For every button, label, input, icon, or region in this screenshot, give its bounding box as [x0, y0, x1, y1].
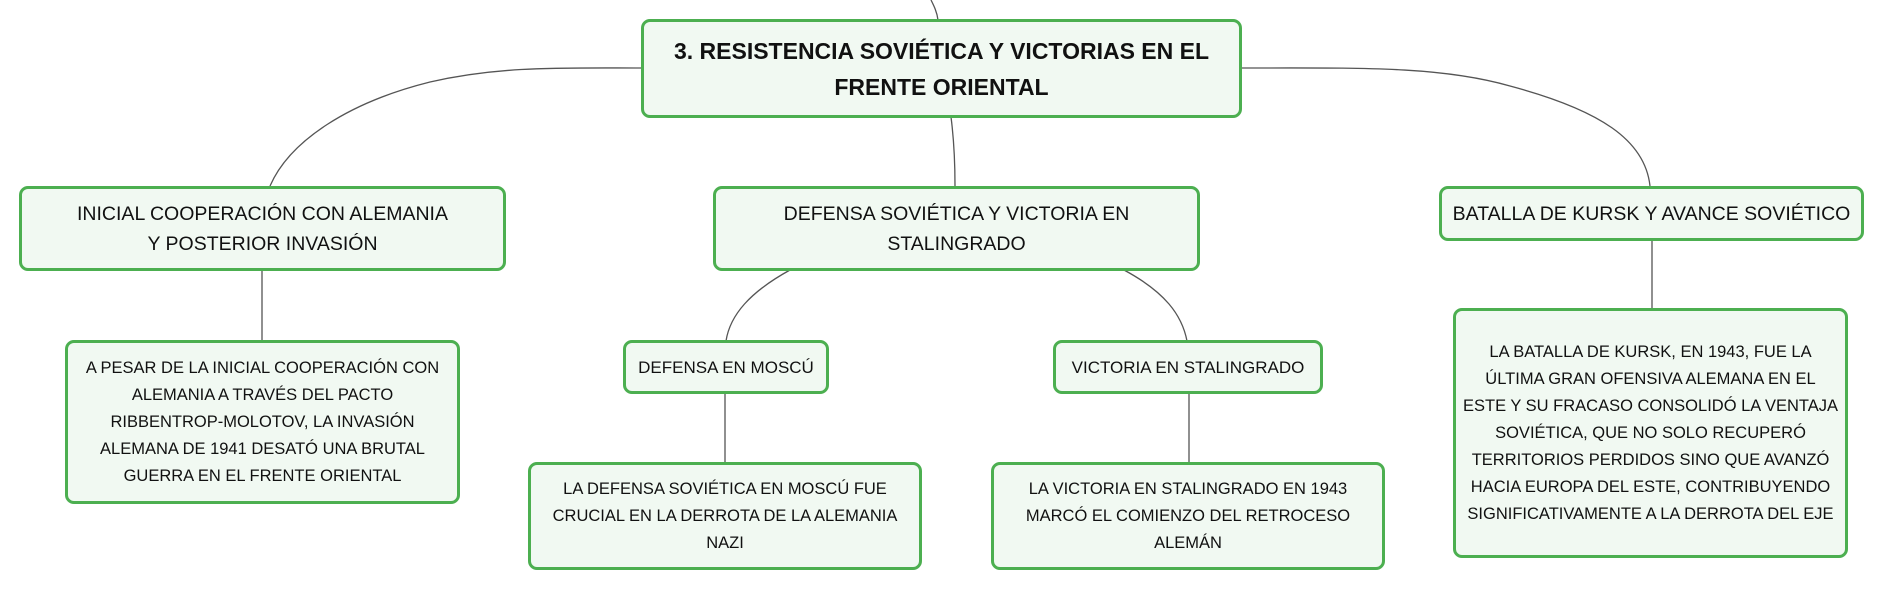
- connector-branch-2-to-moscu: [725, 269, 791, 342]
- root-node[interactable]: 3. RESISTENCIA SOVIÉTICA Y VICTORIAS EN …: [641, 19, 1242, 118]
- subtopic-label-victoria-stalingrado: VICTORIA EN STALINGRADO: [1071, 357, 1305, 377]
- detail-text-cooperacion: A PESAR DE LA INICIAL COOPERACIÓN CON AL…: [85, 358, 440, 485]
- branch-node-cooperacion[interactable]: INICIAL COOPERACIÓN CON ALEMANIA Y POSTE…: [19, 186, 506, 271]
- detail-node-victoria-stalingrado[interactable]: LA VICTORIA EN STALINGRADO EN 1943 MARCÓ…: [991, 462, 1385, 570]
- subtopic-node-victoria-stalingrado[interactable]: VICTORIA EN STALINGRADO: [1053, 340, 1323, 394]
- connector-root-to-branch-1: [269, 67, 643, 187]
- detail-node-moscu[interactable]: LA DEFENSA SOVIÉTICA EN MOSCÚ FUE CRUCIA…: [528, 462, 922, 570]
- detail-text-kursk: LA BATALLA DE KURSK, EN 1943, FUE LA ÚLT…: [1462, 342, 1839, 523]
- connector-root-to-branch-2: [950, 116, 956, 187]
- detail-text-moscu: LA DEFENSA SOVIÉTICA EN MOSCÚ FUE CRUCIA…: [552, 479, 898, 552]
- detail-node-cooperacion[interactable]: A PESAR DE LA INICIAL COOPERACIÓN CON AL…: [65, 340, 460, 504]
- detail-text-victoria-stalingrado: LA VICTORIA EN STALINGRADO EN 1943 MARCÓ…: [1025, 479, 1351, 552]
- branch-label-cooperacion: INICIAL COOPERACIÓN CON ALEMANIA Y POSTE…: [77, 202, 448, 255]
- branch-node-stalingrado[interactable]: DEFENSA SOVIÉTICA Y VICTORIA EN STALINGR…: [713, 186, 1200, 271]
- branch-node-kursk[interactable]: BATALLA DE KURSK Y AVANCE SOVIÉTICO: [1439, 186, 1864, 241]
- subtopic-node-moscu[interactable]: DEFENSA EN MOSCÚ: [623, 340, 829, 394]
- branch-label-stalingrado: DEFENSA SOVIÉTICA Y VICTORIA EN STALINGR…: [783, 202, 1130, 255]
- connector-branch-2-to-stalingrado: [1123, 269, 1188, 342]
- connector-root-to-branch-3: [1239, 67, 1651, 187]
- root-title: 3. RESISTENCIA SOVIÉTICA Y VICTORIAS EN …: [673, 37, 1210, 100]
- branch-label-kursk: BATALLA DE KURSK Y AVANCE SOVIÉTICO: [1452, 202, 1851, 225]
- detail-node-kursk[interactable]: LA BATALLA DE KURSK, EN 1943, FUE LA ÚLT…: [1453, 308, 1848, 558]
- connector-root-to-parent: [930, 0, 939, 21]
- subtopic-label-moscu: DEFENSA EN MOSCÚ: [638, 357, 814, 377]
